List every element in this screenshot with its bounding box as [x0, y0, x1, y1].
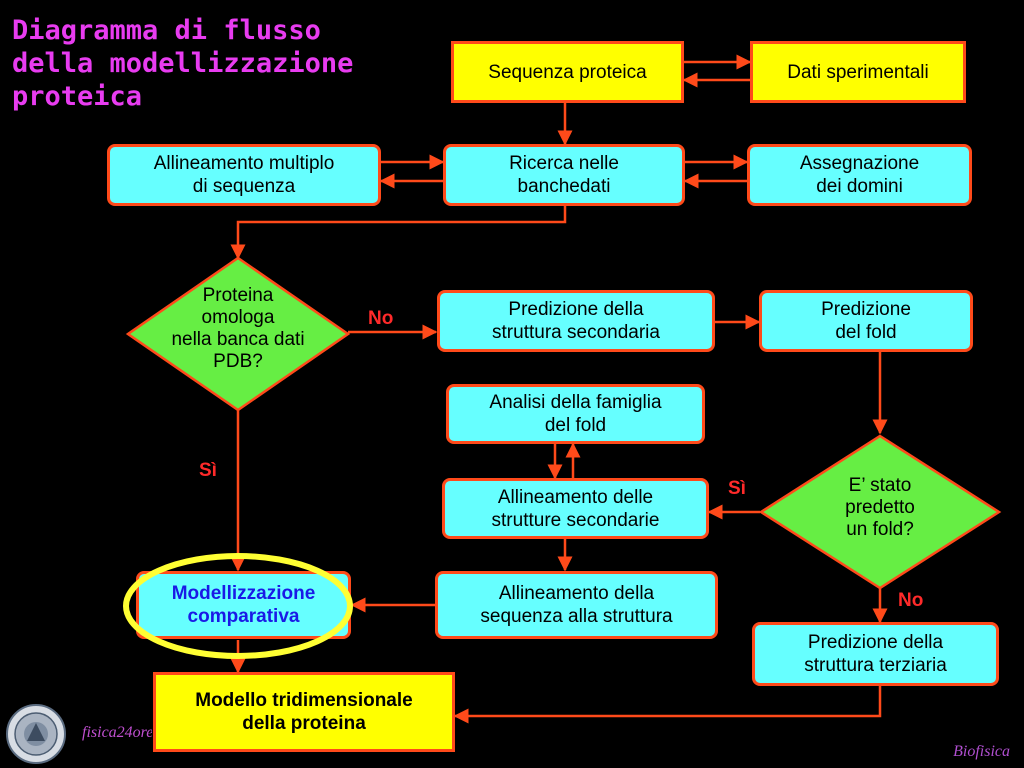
- university-seal-icon: [6, 704, 66, 764]
- node-pred-secondaria-line2: struttura secondaria: [492, 322, 660, 343]
- diamond-proteina-text: Proteina omologa nella banca dati PDB?: [148, 285, 328, 373]
- node-allineamento-sequenza-line2: sequenza alla struttura: [480, 606, 673, 627]
- title-line-1: Diagramma di flusso: [12, 15, 321, 46]
- diamond-stato-line3: un fold?: [846, 519, 914, 540]
- diamond-proteina-line2: omologa: [201, 307, 275, 328]
- node-pred-fold-line2: del fold: [835, 322, 897, 343]
- diamond-stato-predetto-text: E’ stato predetto un fold?: [805, 475, 955, 541]
- node-sequenza-proteica: Sequenza proteica: [451, 41, 684, 103]
- node-allineamento-sequenza: Allineamento della sequenza alla struttu…: [435, 571, 718, 639]
- node-modello-tridimensionale: Modello tridimensionale della proteina: [153, 672, 455, 752]
- label-si-fold: Sì: [728, 478, 746, 499]
- footer-right-text: Biofisica: [953, 743, 1010, 760]
- arrow-terziaria-to-modello: [453, 686, 882, 724]
- label-no-fold: No: [898, 590, 924, 611]
- node-assegnazione-line2: dei domini: [816, 176, 903, 197]
- node-pred-secondaria-line1: Predizione della: [508, 299, 644, 320]
- node-modellizzazione-comparativa: Modellizzazione comparativa: [136, 571, 351, 639]
- node-modellizzazione-line1: Modellizzazione: [171, 583, 316, 604]
- node-allineamento-strutture: Allineamento delle strutture secondarie: [442, 478, 709, 539]
- node-analisi-line2: del fold: [544, 415, 607, 436]
- title-line-2: della modellizzazione: [12, 48, 354, 79]
- diamond-stato-line1: E’ stato: [848, 475, 912, 496]
- diamond-proteina-line3: nella banca dati: [171, 329, 305, 350]
- node-allineamento-strutture-line2: strutture secondarie: [491, 509, 660, 531]
- node-pred-terziaria-line2: struttura terziaria: [804, 655, 947, 676]
- node-ricerca-line1: Ricerca nelle: [509, 153, 619, 174]
- diamond-stato-predetto: [758, 434, 1002, 590]
- node-allineamento-strutture-line1: Allineamento delle: [497, 486, 654, 508]
- node-predizione-secondaria: Predizione della struttura secondaria: [437, 290, 715, 352]
- diamond-stato-line2: predetto: [845, 497, 915, 518]
- node-sequenza-text: Sequenza proteica: [488, 61, 647, 83]
- highlight-ellipse: [123, 553, 353, 659]
- node-assegnazione-domini: Assegnazione dei domini: [747, 144, 972, 206]
- node-analisi-line1: Analisi della famiglia: [489, 392, 662, 413]
- node-predizione-terziaria: Predizione della struttura terziaria: [752, 622, 999, 686]
- node-modello-line1: Modello tridimensionale: [195, 690, 413, 711]
- node-modellizzazione-line2: comparativa: [187, 606, 300, 627]
- node-allineamento-multiplo-line2: di sequenza: [192, 176, 296, 197]
- label-no-proteina: No: [368, 308, 394, 329]
- footer-left-text: fisica24ore: [82, 724, 152, 741]
- node-allineamento-sequenza-line1: Allineamento della: [498, 583, 655, 604]
- label-si-proteina: Sì: [199, 460, 217, 481]
- node-ricerca-banchedati: Ricerca nelle banchedati: [443, 144, 685, 206]
- node-pred-fold-line1: Predizione: [821, 299, 911, 320]
- arrow-ricerca-to-proteina: [230, 206, 567, 260]
- node-analisi-famiglia: Analisi della famiglia del fold: [446, 384, 705, 444]
- diamond-proteina-line4: PDB?: [213, 351, 263, 372]
- diamond-proteina-line1: Proteina: [202, 285, 274, 306]
- node-dati-text: Dati sperimentali: [787, 61, 929, 83]
- node-modello-line2: della proteina: [242, 713, 366, 734]
- title-line-3: proteica: [12, 81, 143, 112]
- node-dati-sperimentali: Dati sperimentali: [750, 41, 966, 103]
- node-allineamento-multiplo-line1: Allineamento multiplo: [153, 153, 335, 174]
- node-predizione-fold: Predizione del fold: [759, 290, 973, 352]
- node-allineamento-multiplo: Allineamento multiplo di sequenza: [107, 144, 381, 206]
- node-assegnazione-line1: Assegnazione: [799, 153, 920, 174]
- page-title: Diagramma di flusso della modellizzazion…: [12, 14, 392, 113]
- node-pred-terziaria-line1: Predizione della: [807, 632, 944, 653]
- diamond-proteina-omologa: [125, 256, 351, 412]
- node-ricerca-line2: banchedati: [517, 176, 611, 197]
